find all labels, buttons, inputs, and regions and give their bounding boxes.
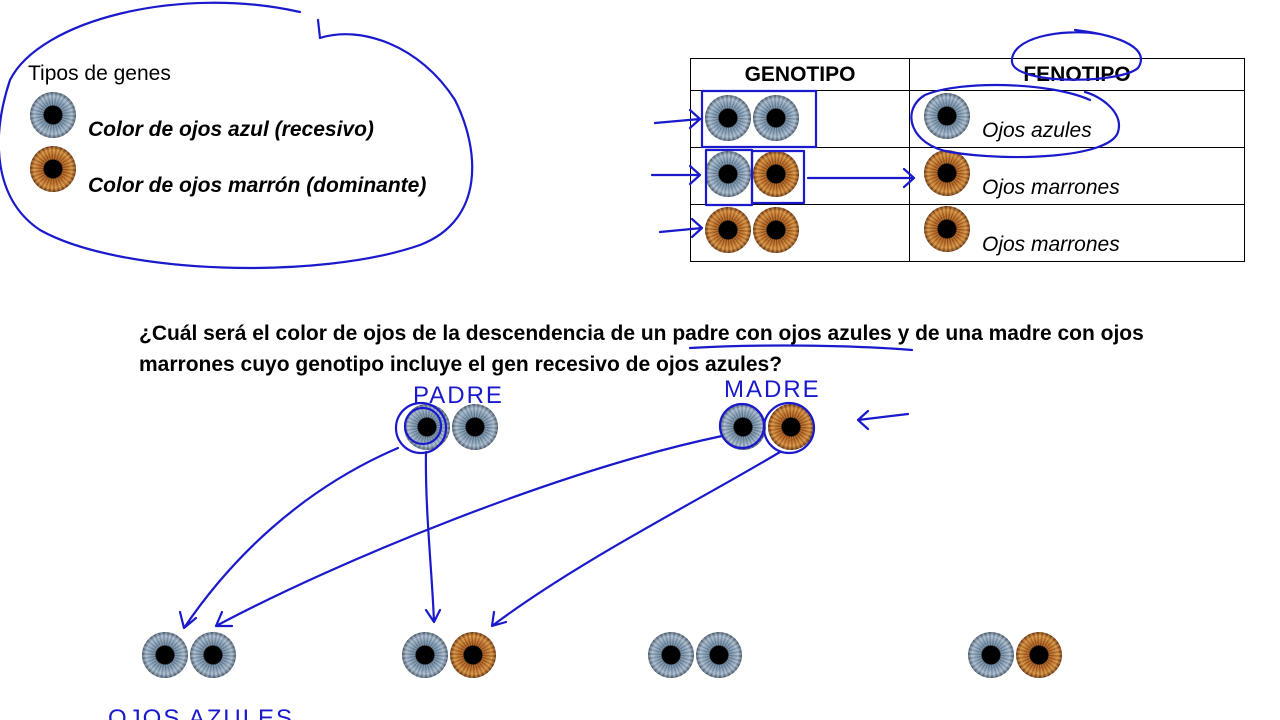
offspring-eye xyxy=(648,632,694,678)
legend-title: Tipos de genes xyxy=(28,62,171,85)
phenotype-label: Ojos marrones xyxy=(982,233,1120,256)
offspring-eye xyxy=(142,632,188,678)
offspring-eye xyxy=(190,632,236,678)
table-eye-icon xyxy=(924,206,970,252)
genotype-table: GENOTIPO FENOTIPO Ojos azules Ojos marro… xyxy=(690,58,1245,262)
genotype-box-ink xyxy=(700,89,818,149)
genotype-cell xyxy=(690,90,910,148)
madre-circle-ink xyxy=(762,401,816,455)
table-eye-icon xyxy=(705,151,751,197)
genotype-cell xyxy=(690,147,910,205)
offspring-eye xyxy=(968,632,1014,678)
madre-circle-ink xyxy=(718,402,766,450)
table-eye-icon xyxy=(924,93,970,139)
madre-label: MADRE xyxy=(724,376,821,403)
madre-eye-2 xyxy=(768,404,814,450)
arrow-ink xyxy=(856,409,910,431)
genotype-box-ink xyxy=(704,148,754,207)
brown-eye-icon xyxy=(30,146,76,192)
blue-eye-icon xyxy=(30,92,76,138)
phenotype-cell: Ojos marrones xyxy=(909,204,1245,262)
offspring-eye xyxy=(450,632,496,678)
offspring-eye xyxy=(696,632,742,678)
table-eye-icon xyxy=(753,95,799,141)
padre-circle-ink xyxy=(403,406,443,446)
offspring-eye xyxy=(402,632,448,678)
phenotype-circle-ink xyxy=(910,83,1121,159)
header-circle-ink xyxy=(1010,28,1143,81)
legend-label-brown: Color de ojos marrón (dominante) xyxy=(88,174,427,197)
padre-label: PADRE xyxy=(413,382,504,409)
padre-circle-ink xyxy=(394,401,448,455)
table-eye-icon xyxy=(705,95,751,141)
inheritance-arrow-ink xyxy=(490,450,782,628)
question-text: ¿Cuál será el color de ojos de la descen… xyxy=(139,322,1144,376)
table-row: Ojos marrones xyxy=(690,147,1245,205)
genotype-cell xyxy=(690,204,910,262)
table-eye-icon xyxy=(753,207,799,253)
table-eye-icon xyxy=(705,207,751,253)
legend-label-blue: Color de ojos azul (recesivo) xyxy=(88,118,374,141)
phenotype-label: Ojos marrones xyxy=(982,176,1120,199)
inheritance-arrow-ink xyxy=(424,450,442,624)
table-row: Ojos marrones xyxy=(690,204,1245,262)
phenotype-header: FENOTIPO xyxy=(909,58,1245,91)
legend-circle-ink xyxy=(0,1,474,270)
genotype-box-ink xyxy=(750,149,806,205)
arrow-ink xyxy=(653,108,702,130)
arrow-ink xyxy=(806,167,916,189)
table-row: Ojos azules xyxy=(690,90,1245,148)
table-eye-icon xyxy=(924,150,970,196)
genotype-header: GENOTIPO xyxy=(690,58,910,91)
inheritance-arrow-ink xyxy=(214,434,724,628)
arrow-ink xyxy=(650,164,702,186)
underline-ink xyxy=(688,344,914,352)
table-eye-icon xyxy=(753,151,799,197)
offspring-eye xyxy=(1016,632,1062,678)
offspring-label: OJOS AZULES xyxy=(108,705,294,720)
phenotype-label: Ojos azules xyxy=(982,119,1092,142)
padre-eye-2 xyxy=(452,404,498,450)
inheritance-arrow-ink xyxy=(178,446,400,630)
phenotype-cell: Ojos azules xyxy=(909,90,1245,148)
arrow-ink xyxy=(658,217,704,239)
phenotype-cell: Ojos marrones xyxy=(909,147,1245,205)
